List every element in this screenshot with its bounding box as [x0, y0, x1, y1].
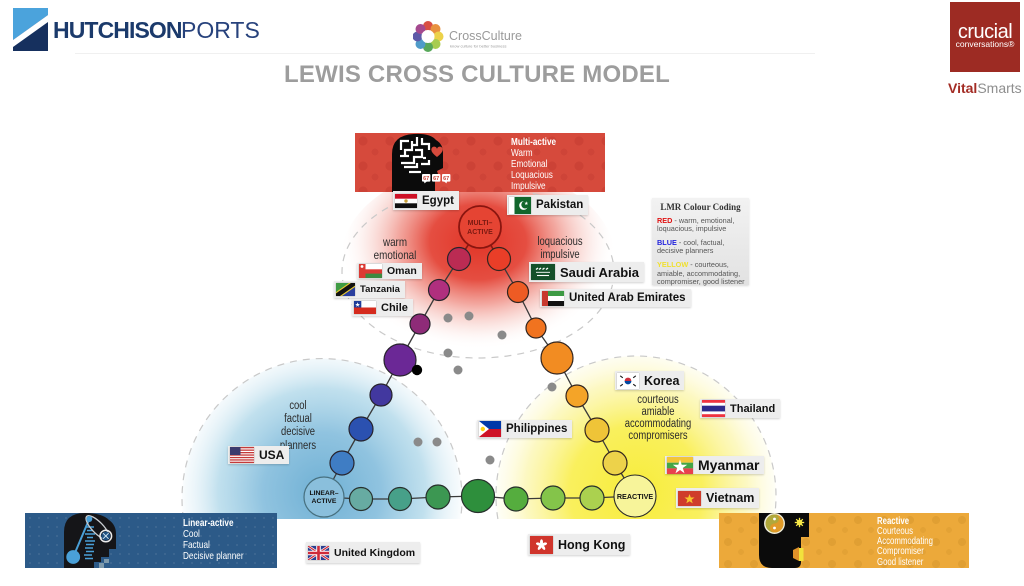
svg-text:67: 67	[423, 176, 429, 182]
svg-text:LINEAR–: LINEAR–	[309, 490, 338, 497]
svg-text:67: 67	[443, 176, 449, 182]
svg-text:MULTI–: MULTI–	[468, 220, 493, 227]
svg-text:PORTS: PORTS	[181, 17, 260, 43]
svg-text:know culture for better busine: know culture for better business	[450, 44, 506, 49]
svg-text:ACTIVE: ACTIVE	[467, 229, 493, 236]
svg-text:67: 67	[433, 176, 439, 182]
svg-text:CrossCulture: CrossCulture	[449, 29, 522, 43]
svg-text:REACTIVE: REACTIVE	[617, 492, 654, 501]
svg-text:HUTCHISON: HUTCHISON	[53, 17, 182, 43]
svg-text:ACTIVE: ACTIVE	[312, 498, 337, 505]
